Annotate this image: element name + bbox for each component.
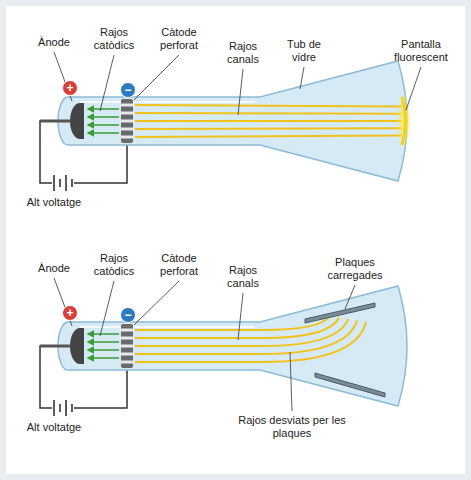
leader-line	[100, 281, 114, 336]
polarity-text: +	[66, 81, 73, 95]
charged-plate	[305, 303, 375, 323]
part-label: Rajos canals	[218, 40, 268, 66]
cathode-hole	[121, 120, 133, 123]
part-label: Rajos canals	[218, 264, 268, 290]
part-label: Tub de vidre	[280, 38, 328, 64]
cathode-ray	[88, 116, 119, 118]
glass-tube	[58, 61, 407, 181]
battery-symbol	[65, 175, 67, 191]
battery-symbol	[53, 175, 55, 191]
canal-ray	[135, 319, 348, 346]
polarity-sign: −	[120, 307, 136, 323]
cathode-hole	[121, 112, 133, 115]
polarity-sign: +	[62, 80, 78, 96]
canal-ray	[135, 105, 402, 107]
leader-line	[238, 69, 243, 115]
battery-symbol	[71, 179, 73, 187]
discharge-tube	[40, 286, 407, 416]
part-label: Rajos desviats per les plaques	[232, 414, 352, 440]
part-label: Plaques carregades	[322, 256, 388, 282]
leader-line	[238, 293, 243, 340]
cathode-hole	[121, 329, 133, 332]
canal-ray	[135, 316, 330, 330]
leader-line	[345, 285, 355, 309]
perforated-cathode	[121, 99, 133, 143]
cathode-hole	[121, 361, 133, 364]
canal-ray	[135, 321, 357, 355]
cathode-ray	[88, 333, 119, 335]
part-label: Alt voltatge	[14, 196, 94, 209]
part-label: Càtode perforat	[148, 26, 210, 52]
part-label: Càtode perforat	[148, 252, 210, 278]
glass-tube	[58, 286, 407, 406]
battery-symbol	[59, 404, 61, 412]
fluorescent-screen	[402, 97, 406, 145]
cathode-ray	[88, 341, 119, 343]
cathode-ray	[88, 357, 119, 359]
battery-symbol	[71, 404, 73, 412]
canal-ray	[135, 135, 402, 137]
cathode-hole	[121, 345, 133, 348]
leader-line	[290, 352, 292, 411]
cathode-ray	[88, 108, 119, 110]
polarity-text: −	[124, 308, 131, 322]
cathode-hole	[121, 353, 133, 356]
canal-ray	[135, 120, 402, 122]
charged-plate	[315, 373, 385, 397]
discharge-tube	[40, 61, 412, 191]
glass-highlight	[80, 101, 255, 103]
part-label: Rajos catòdics	[86, 252, 142, 278]
canal-ray	[135, 322, 366, 362]
part-label: Rajos catòdics	[86, 26, 142, 52]
canal-ray	[135, 127, 402, 130]
part-label: Alt voltatge	[14, 421, 94, 434]
leader-line	[134, 55, 179, 100]
anode-rod	[40, 345, 70, 348]
leader-line	[134, 281, 179, 325]
polarity-text: −	[124, 83, 131, 97]
leader-line	[300, 67, 304, 89]
polarity-sign: −	[120, 82, 136, 98]
battery-symbol	[53, 400, 55, 416]
polarity-text: +	[66, 306, 73, 320]
fluorescent-screen	[396, 93, 412, 149]
wire	[74, 370, 127, 408]
part-label: Ànode	[30, 36, 78, 49]
part-label: Ànode	[30, 262, 78, 275]
leader-line	[406, 67, 421, 110]
part-label: Pantalla fluorescent	[388, 38, 454, 64]
perforated-cathode	[121, 324, 133, 368]
anode-rod	[40, 120, 70, 123]
cathode-hole	[121, 128, 133, 131]
cathode-ray	[88, 132, 119, 134]
wire	[74, 145, 127, 183]
glass-highlight	[80, 326, 255, 328]
anode	[70, 103, 84, 139]
cathode-hole	[121, 136, 133, 139]
battery-symbol	[65, 400, 67, 416]
cathode-hole	[121, 104, 133, 107]
cathode-ray	[88, 349, 119, 351]
cathode-ray	[88, 124, 119, 126]
cathode-hole	[121, 337, 133, 340]
anode	[70, 328, 84, 364]
leader-line	[100, 55, 114, 111]
battery-symbol	[59, 179, 61, 187]
polarity-sign: +	[62, 305, 78, 321]
canal-ray	[135, 112, 402, 115]
